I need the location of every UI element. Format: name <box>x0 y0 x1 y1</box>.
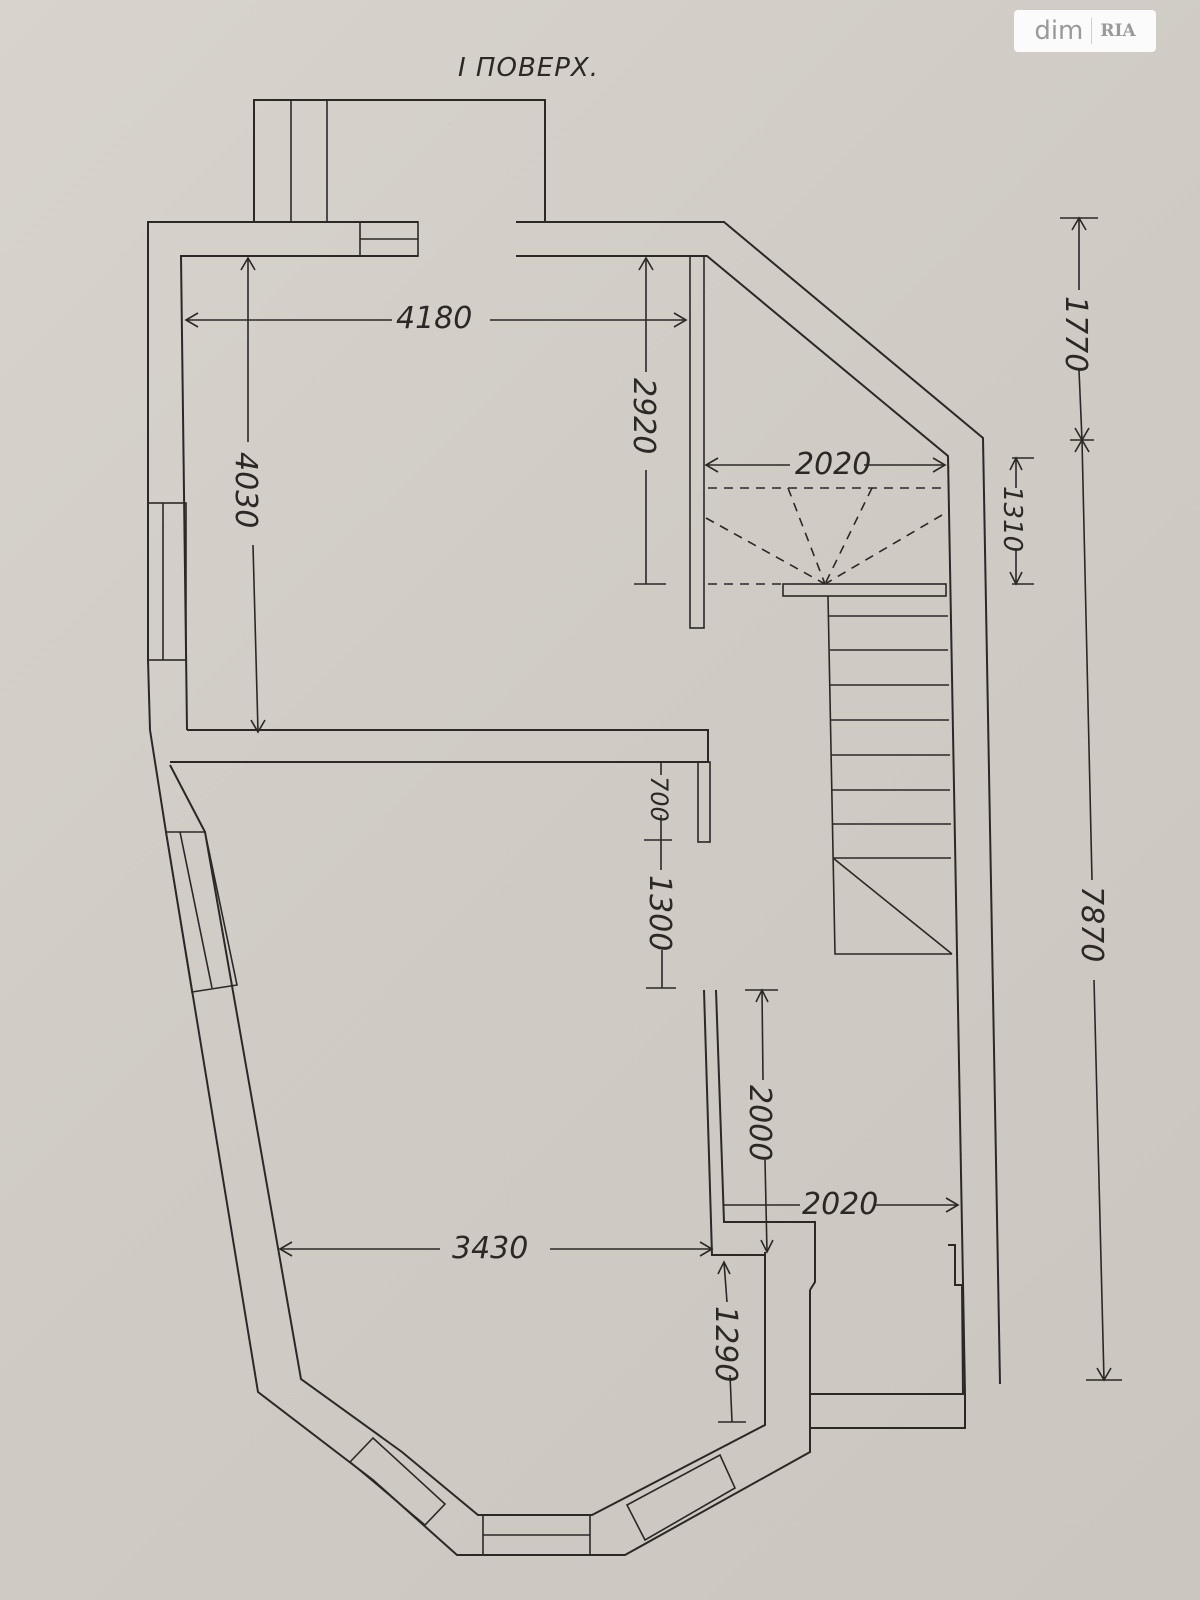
dim-700: 700 <box>645 776 673 822</box>
entrance-porch <box>253 99 546 257</box>
dimension-labels: 4180 4030 2920 2020 1310 1770 7870 700 1… <box>228 296 1109 1382</box>
dim-7870: 7870 <box>1074 886 1109 962</box>
dim-1300: 1300 <box>642 875 677 951</box>
dim-2000: 2000 <box>742 1085 777 1161</box>
floor-title: I ПОВЕРХ. <box>458 53 599 83</box>
outer-walls <box>147 221 1001 1556</box>
watermark-separator <box>1091 18 1093 44</box>
dim-2920: 2920 <box>626 378 661 454</box>
dim-4180: 4180 <box>396 301 472 336</box>
dim-2020-stair: 2020 <box>795 447 871 482</box>
dim-3430: 3430 <box>452 1231 528 1266</box>
dim-1770: 1770 <box>1058 296 1093 372</box>
watermark-logo: RIA <box>1100 21 1136 41</box>
dim-2020-corridor: 2020 <box>802 1187 878 1222</box>
dimension-lines <box>184 216 1122 1423</box>
interior-walls <box>170 255 966 1429</box>
dim-1310: 1310 <box>997 486 1027 552</box>
staircase <box>705 487 953 955</box>
dimria-watermark: dim RIA <box>1014 10 1156 52</box>
watermark-text: dim <box>1034 16 1084 46</box>
dim-4030: 4030 <box>228 452 263 528</box>
dim-1290: 1290 <box>708 1306 743 1382</box>
